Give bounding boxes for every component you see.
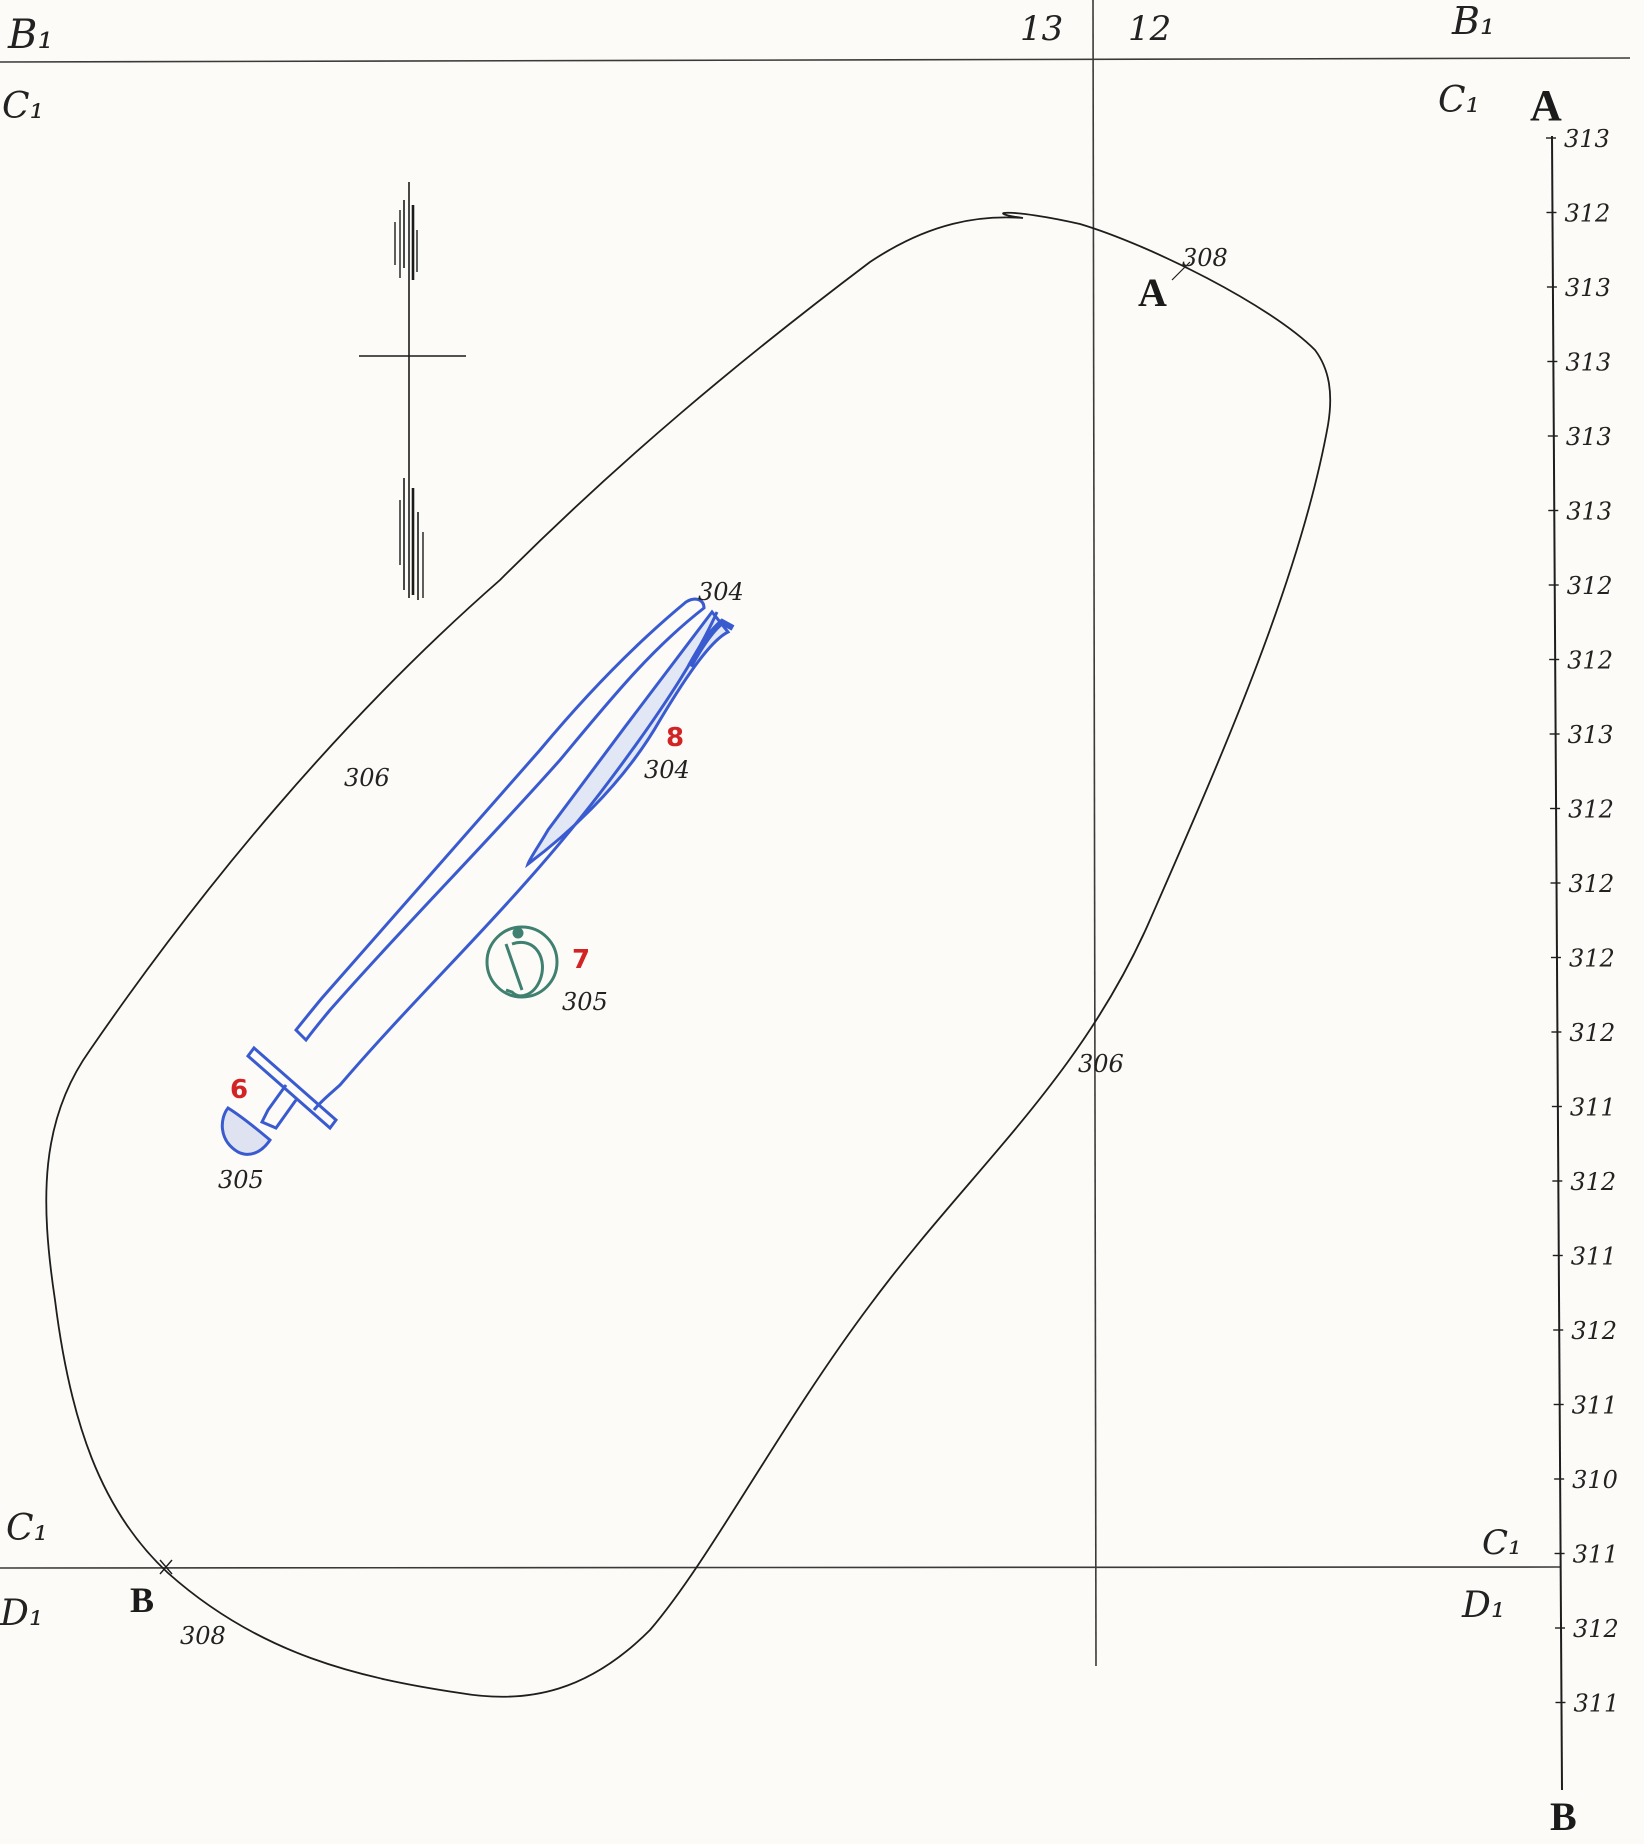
grave-edge-elevation-top: 308: [1182, 244, 1228, 272]
section-elevation-label: 312: [1569, 870, 1615, 898]
section-elevation-label: 311: [1573, 1541, 1619, 1569]
section-elevation-label: 312: [1569, 945, 1615, 973]
grid-label-12: 12: [1128, 9, 1171, 49]
leader-line-a: [1171, 261, 1191, 281]
section-elevation-label: 313: [1566, 498, 1612, 526]
section-elevation-label: 312: [1569, 1019, 1615, 1047]
grid-label-13: 13: [1020, 9, 1063, 49]
brooch-icon: [485, 925, 559, 999]
grid-label-b1-right: B₁: [1451, 0, 1495, 43]
section-elevation-label: 313: [1564, 125, 1610, 153]
grave-outline: [45, 211, 1332, 1698]
section-elevation-label: 313: [1565, 274, 1611, 302]
section-elevation-label: 311: [1573, 1690, 1619, 1718]
grid-label-b1-left: B₁: [7, 12, 53, 58]
grid-label-c1-top-left: C₁: [2, 86, 44, 127]
section-scale: A B 313 312 313 313 313 313 312 312 313 312 312 312…: [1530, 81, 1619, 1839]
section-ticks: 313 312 313 313 313 313 312 312 313 312 312 312 312 3…: [1546, 125, 1619, 1718]
grid-label-c1-bottom-left: C₁: [6, 1508, 48, 1549]
section-start-label: A: [1530, 81, 1562, 130]
section-elevation-label: 312: [1567, 647, 1613, 675]
sword-tip-elevation: 304: [698, 578, 744, 606]
grid-line-c1-d1: [0, 1566, 1561, 1569]
section-elevation-label: 312: [1573, 1615, 1619, 1643]
section-end-label: B: [1550, 1794, 1577, 1839]
grid-line-b1: [0, 57, 1631, 63]
grave-point-b: B: [130, 1580, 154, 1620]
grid-label-d1-right: D₁: [1461, 1585, 1505, 1626]
section-elevation-label: 312: [1571, 1317, 1617, 1345]
section-elevation-label: 311: [1571, 1243, 1617, 1271]
grid-label-d1-left: D₁: [0, 1593, 43, 1634]
section-elevation-label: 312: [1567, 572, 1613, 600]
section-elevation-label: 313: [1568, 721, 1614, 749]
find-elevation-7: 305: [562, 988, 608, 1016]
north-arrow-icon: [359, 182, 466, 600]
grid-label-c1-bottom-right: C₁: [1482, 1523, 1522, 1563]
sword-icon: [220, 597, 719, 1156]
section-elevation-label: 310: [1572, 1466, 1618, 1494]
find-number-8: 8: [666, 723, 684, 753]
section-elevation-label: 313: [1566, 423, 1612, 451]
section-elevation-label: 311: [1572, 1392, 1618, 1420]
find-elevation-8: 304: [644, 756, 690, 784]
grave-edge-elevation-bottom: 308: [180, 1622, 226, 1650]
section-elevation-label: 311: [1570, 1094, 1616, 1122]
survey-point-b-icon: [159, 1559, 173, 1575]
find-elevation-6: 305: [218, 1166, 264, 1194]
section-elevation-label: 312: [1564, 200, 1610, 228]
grid-line-13-12: [1092, 0, 1097, 1667]
section-axis-line: [1551, 135, 1563, 1791]
find-number-6: 6: [230, 1075, 248, 1105]
grid-label-c1-top-right: C₁: [1438, 80, 1480, 121]
section-elevation-label: 312: [1568, 796, 1614, 824]
grave-edge-elevation-right: 306: [1078, 1050, 1124, 1078]
section-elevation-label: 313: [1565, 349, 1611, 377]
grave-point-a: A: [1138, 270, 1167, 315]
grave-edge-elevation-left: 306: [344, 764, 390, 792]
section-elevation-label: 312: [1570, 1168, 1616, 1196]
find-number-7: 7: [572, 945, 590, 975]
